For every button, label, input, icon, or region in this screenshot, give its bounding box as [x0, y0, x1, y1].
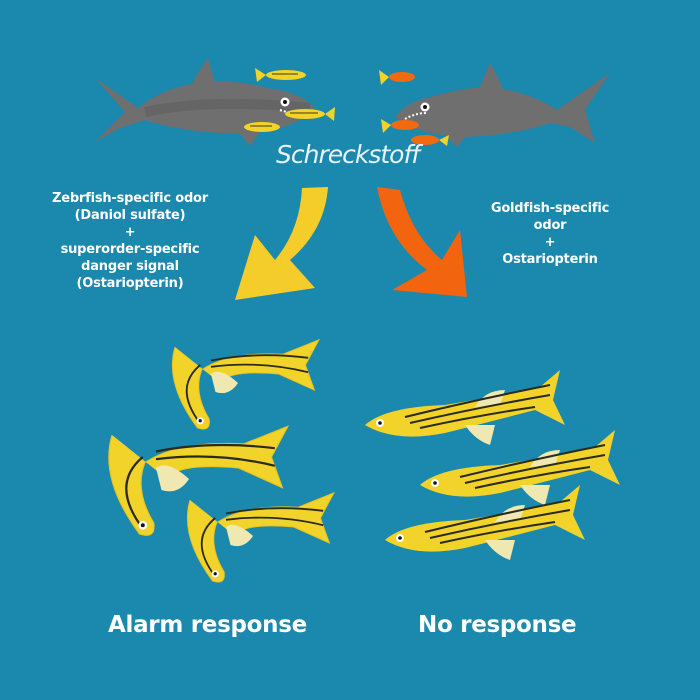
left-label-line: danger signal: [81, 259, 179, 274]
calm-zebrafish-school-icon: [364, 369, 621, 561]
left-label-line: (Ostariopterin): [76, 276, 184, 291]
right-label-line: odor: [533, 218, 567, 233]
alarmed-zebrafish-school-icon: [107, 338, 335, 584]
right-branch-label: Goldfish-specific odor + Ostariopterin: [470, 200, 630, 268]
right-label-line: Goldfish-specific: [490, 201, 610, 216]
alarm-response-label: Alarm response: [108, 612, 307, 638]
left-label-line: +: [124, 225, 136, 240]
left-label-line: Zebrfish-specific odor: [51, 191, 208, 206]
no-response-label: No response: [418, 612, 577, 638]
shark-eating-zebrafish-icon: [95, 58, 335, 146]
left-label-line: superorder-specific: [60, 242, 200, 257]
yellow-curved-arrow-icon: [235, 187, 328, 300]
orange-curved-arrow-icon: [377, 187, 467, 297]
schreckstoff-title: Schreckstoff: [276, 140, 420, 169]
right-label-line: Ostariopterin: [502, 252, 598, 267]
right-label-line: +: [544, 235, 556, 250]
left-label-line: (Daniol sulfate): [74, 208, 186, 223]
shark-eating-goldfish-icon: [379, 63, 610, 147]
left-branch-label: Zebrfish-specific odor (Daniol sulfate) …: [20, 190, 240, 292]
